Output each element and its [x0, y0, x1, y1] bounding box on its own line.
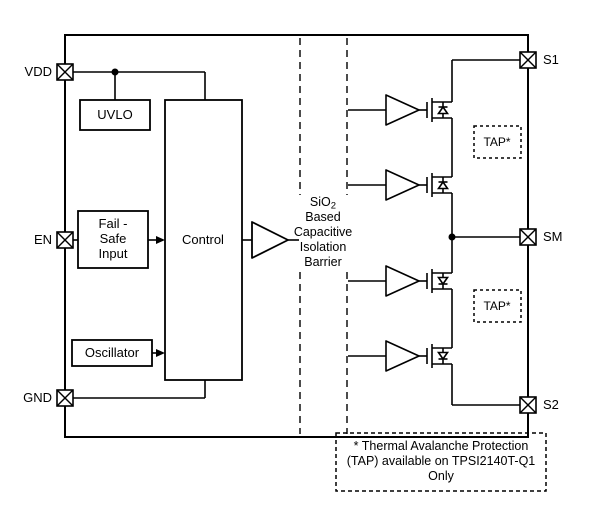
barrier-text: SiO2 Based Capacitive Isolation Barrier	[294, 195, 352, 269]
tap-footnote-outline	[335, 432, 547, 492]
control-box	[164, 99, 243, 381]
barrier-dashed-lines	[299, 38, 348, 434]
isolation-barrier: SiO2 Based Capacitive Isolation Barrier	[294, 38, 352, 434]
pin-sm-label: SM	[543, 229, 563, 244]
pin-sm-terminal-icon	[519, 228, 537, 246]
fail-safe-label-3: Input	[99, 246, 128, 261]
gate-driver-2-triangle	[385, 169, 420, 201]
pin-gnd-terminal-icon	[56, 389, 74, 407]
pin-s2-label: S2	[543, 397, 559, 412]
pin-s1-terminal-icon	[519, 51, 537, 69]
fail-safe-label-2: Safe	[100, 231, 127, 246]
pins: VDD EN GND S1 SM S2	[23, 51, 563, 414]
tap-footnote: * Thermal Avalanche Protection (TAP) ava…	[335, 432, 547, 492]
tap-box-1-outline	[473, 125, 522, 159]
tap-footnote-line-1: * Thermal Avalanche Protection	[354, 439, 529, 453]
mosfet-1	[418, 97, 453, 123]
pin-en-terminal-icon	[56, 231, 74, 249]
oscillator-block: Oscillator	[71, 339, 153, 367]
primary-buffer-triangle	[251, 221, 289, 259]
pin-vdd: VDD	[25, 63, 74, 81]
tap-box-2-label: TAP*	[483, 299, 510, 313]
gate-driver-4-triangle	[385, 340, 420, 372]
mosfet-3	[418, 268, 453, 294]
switch-bus-wires	[451, 59, 520, 406]
mosfet-2	[418, 172, 453, 198]
pin-s1: S1	[519, 51, 559, 69]
barrier-label-4: Isolation	[300, 240, 347, 254]
secondary-side: TAP* TAP*	[348, 59, 522, 406]
control-block: Control	[164, 99, 243, 381]
uvlo-block: UVLO	[79, 99, 151, 131]
sm-junction-dot	[448, 233, 456, 241]
pin-s2: S2	[519, 396, 559, 414]
pin-vdd-label: VDD	[25, 64, 52, 79]
fail-safe-box	[77, 210, 149, 269]
control-label: Control	[182, 232, 224, 247]
mosfet-4	[418, 343, 453, 369]
barrier-label-1: SiO2	[310, 195, 336, 212]
fail-safe-label-1: Fail -	[99, 216, 128, 231]
failsafe-arrowhead	[156, 236, 165, 244]
tap-footnote-line-2: (TAP) available on TPSI2140T-Q1	[347, 454, 536, 468]
tap-box-1-label: TAP*	[483, 135, 510, 149]
oscillator-label: Oscillator	[85, 345, 140, 360]
gate-driver-1-triangle	[385, 94, 420, 126]
tap-box-1: TAP*	[473, 125, 522, 159]
pin-s2-terminal-icon	[519, 396, 537, 414]
tap-box-2-outline	[473, 289, 522, 323]
tap-box-2: TAP*	[473, 289, 522, 323]
oscillator-box	[71, 339, 153, 367]
pin-vdd-terminal-icon	[56, 63, 74, 81]
vdd-junction-dot	[111, 68, 119, 76]
pin-en-label: EN	[34, 232, 52, 247]
pin-s1-label: S1	[543, 52, 559, 67]
pin-en: EN	[34, 231, 74, 249]
barrier-label-2: Based	[305, 210, 340, 224]
gate-driver-3-triangle	[385, 265, 420, 297]
barrier-label-3: Capacitive	[294, 225, 352, 239]
gate-driver-input-wires	[348, 109, 386, 357]
tap-footnote-line-3: Only	[428, 469, 454, 483]
uvlo-label: UVLO	[97, 107, 132, 122]
fail-safe-block: Fail - Safe Input	[77, 210, 149, 269]
uvlo-box	[79, 99, 151, 131]
oscillator-arrowhead	[156, 349, 165, 357]
pin-sm: SM	[519, 228, 563, 246]
barrier-label-5: Barrier	[304, 255, 342, 269]
pin-gnd-label: GND	[23, 390, 52, 405]
pin-gnd: GND	[23, 389, 74, 407]
